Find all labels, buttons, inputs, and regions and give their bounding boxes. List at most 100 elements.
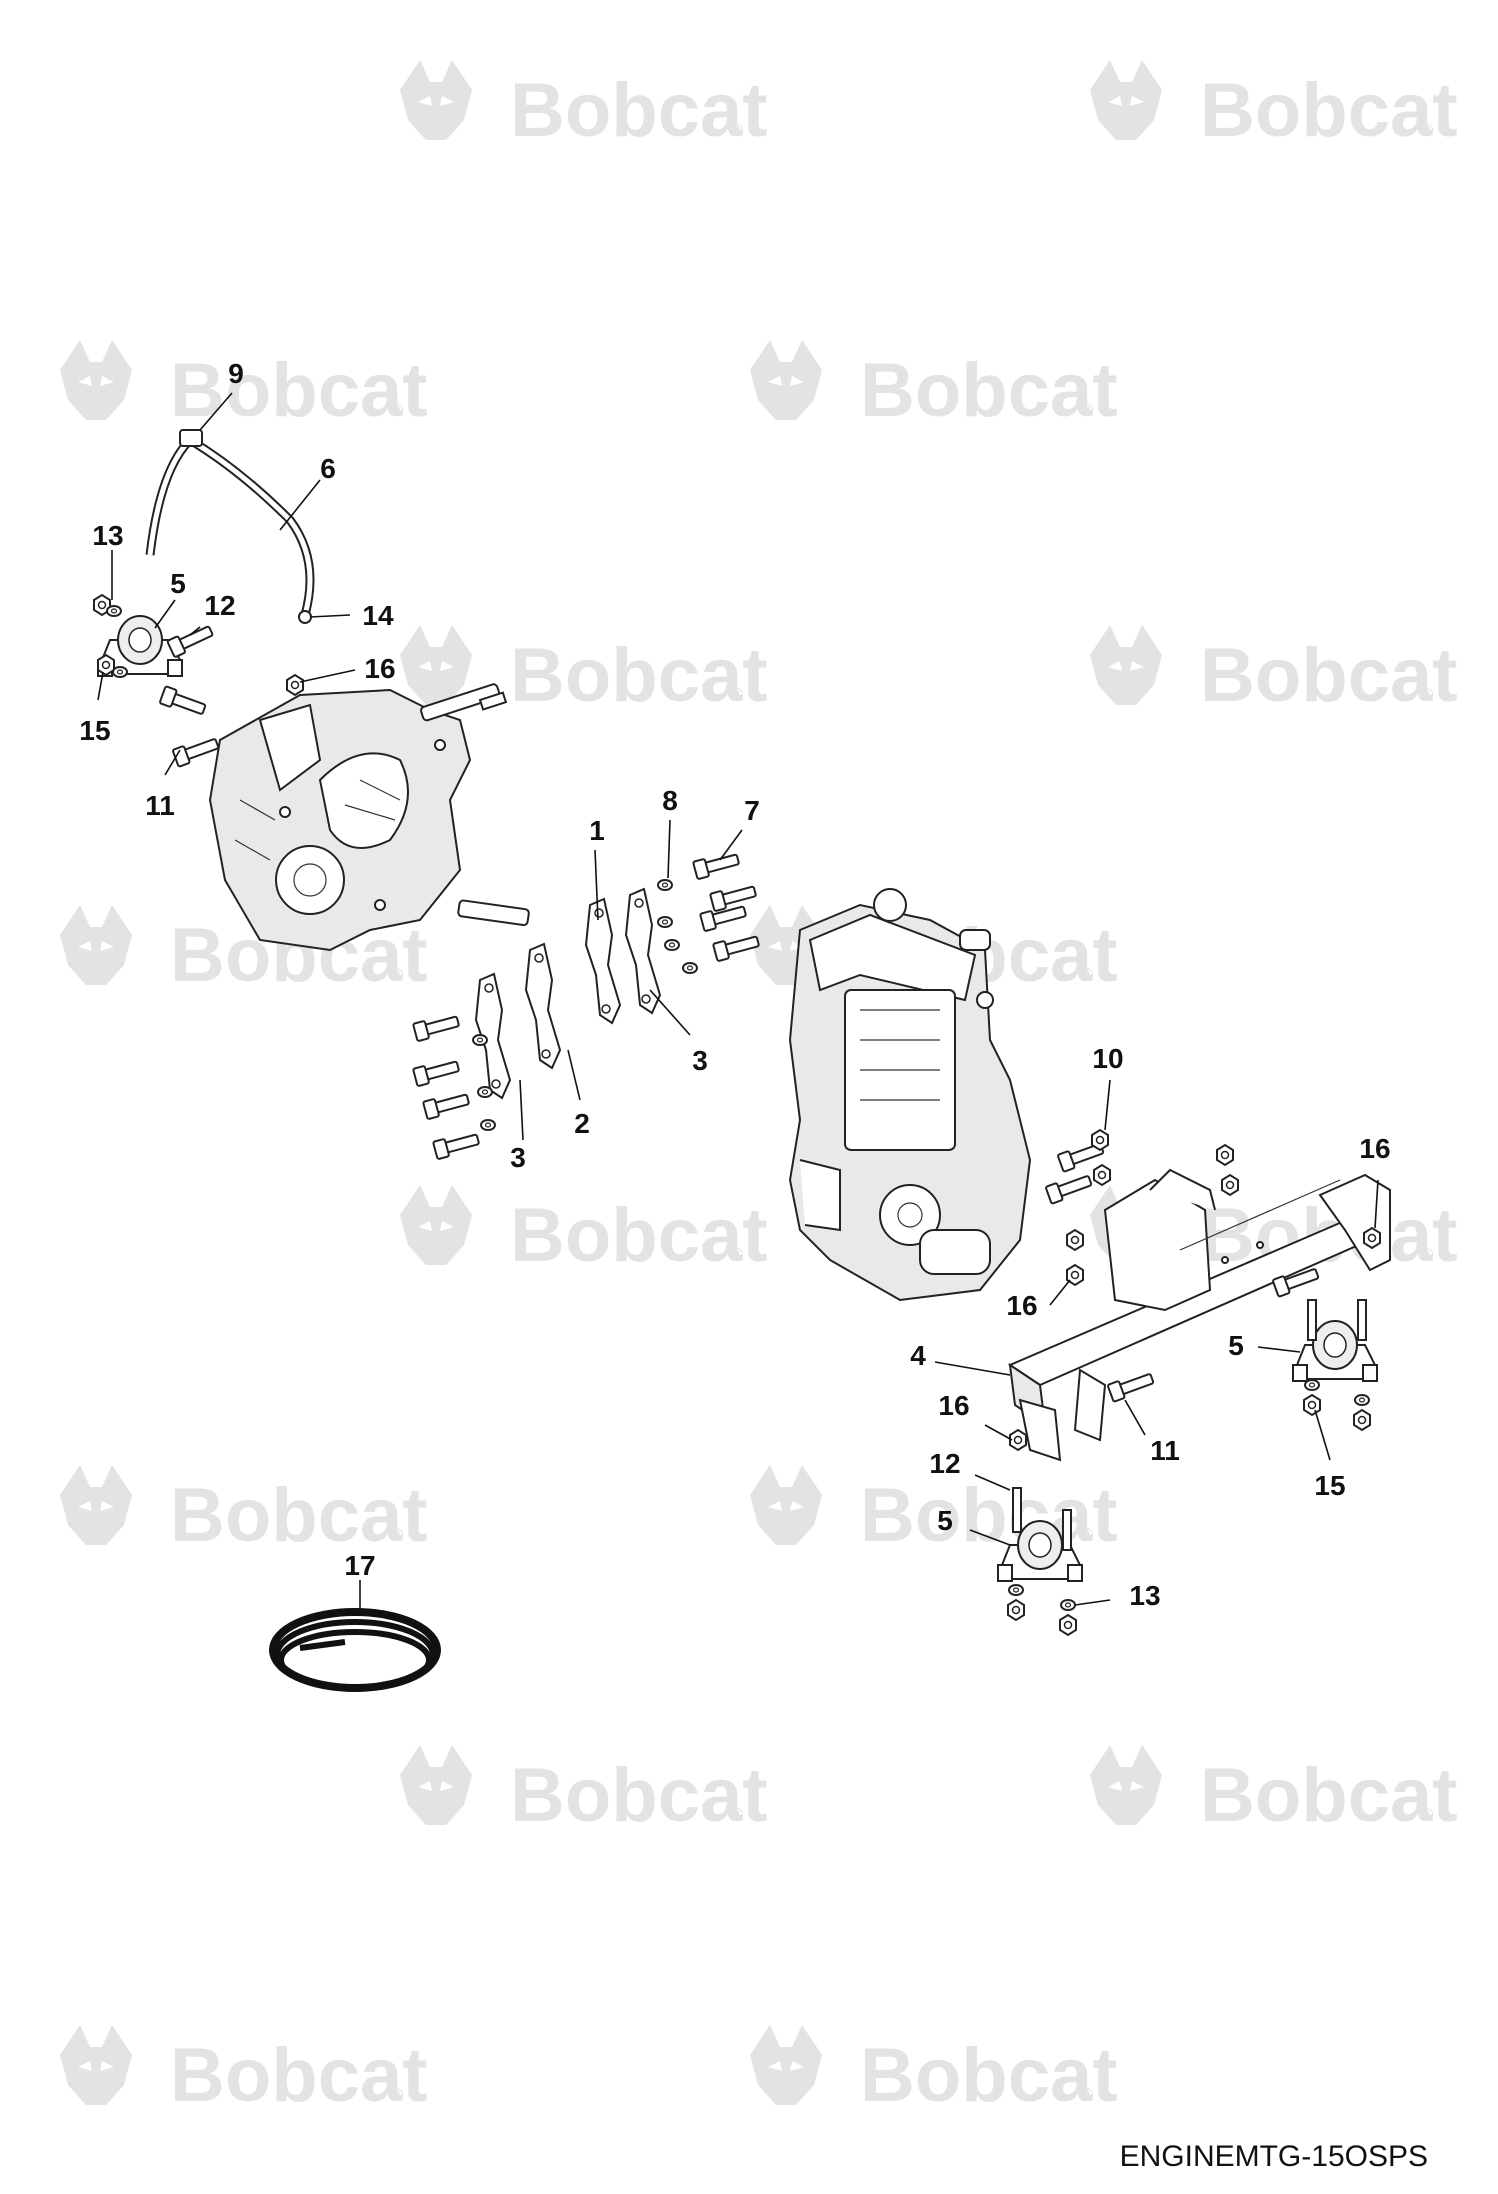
callout-label: 14 xyxy=(362,600,394,631)
callout-label: 16 xyxy=(1006,1290,1037,1321)
callout-label: 16 xyxy=(1359,1133,1390,1164)
bobcat-logo-icon xyxy=(60,2025,132,2105)
nut xyxy=(1007,1599,1025,1621)
transmission xyxy=(208,683,530,952)
diagram-code: ENGINEMTG-15OSPS xyxy=(1119,2140,1428,2173)
watermark-reg: ® xyxy=(1420,120,1433,140)
vent-hose xyxy=(145,429,315,624)
bobcat-logo-icon xyxy=(60,1465,132,1545)
washer xyxy=(112,666,128,678)
watermark-reg: ® xyxy=(1080,400,1093,420)
bobcat-logo-icon xyxy=(750,2025,822,2105)
nut xyxy=(1216,1144,1234,1166)
watermark-reg: ® xyxy=(1080,2085,1093,2105)
watermark-text: Bobcat xyxy=(510,68,768,153)
nut xyxy=(1091,1129,1109,1151)
watermark-text: Bobcat xyxy=(510,1753,768,1838)
bolt xyxy=(412,1056,462,1088)
callout-label: 7 xyxy=(744,795,760,826)
callout-label: 6 xyxy=(320,453,336,484)
watermark-text: Bobcat xyxy=(1200,1753,1458,1838)
nut xyxy=(1066,1229,1084,1251)
washer xyxy=(1008,1584,1024,1596)
callout-label: 11 xyxy=(1150,1435,1180,1466)
callout-label: 5 xyxy=(937,1505,953,1536)
bobcat-logo-icon xyxy=(1090,625,1162,705)
bobcat-logo-icon xyxy=(750,1465,822,1545)
nut xyxy=(1303,1394,1321,1416)
nut xyxy=(1093,1164,1111,1186)
watermark-reg: ® xyxy=(390,1525,403,1545)
bobcat-logo-icon xyxy=(1090,1745,1162,1825)
watermark-reg: ® xyxy=(390,400,403,420)
watermark-reg: ® xyxy=(730,1245,743,1265)
hose-clamp xyxy=(298,610,312,624)
bolt xyxy=(1012,1487,1022,1533)
washer xyxy=(480,1119,496,1131)
watermark-text: Bobcat xyxy=(1200,68,1458,153)
watermark-reg: ® xyxy=(730,120,743,140)
watermark-reg: ® xyxy=(1080,1525,1093,1545)
bobcat-logo-icon xyxy=(60,340,132,420)
callout-label: 12 xyxy=(929,1448,960,1479)
callout-label: 16 xyxy=(364,653,395,684)
bolt xyxy=(166,621,216,659)
mount-plate xyxy=(585,898,621,1024)
bobcat-logo-icon xyxy=(400,625,472,705)
engine-frame xyxy=(1007,1168,1391,1462)
bolt xyxy=(1062,1509,1072,1551)
watermark-reg: ® xyxy=(390,2085,403,2105)
bolt xyxy=(1044,1170,1095,1205)
watermark-reg: ® xyxy=(1420,1805,1433,1825)
washer xyxy=(472,1034,488,1046)
watermark-reg: ® xyxy=(730,685,743,705)
callout-label: 12 xyxy=(204,590,235,621)
leader-lines xyxy=(97,392,1379,1612)
watermark-reg: ® xyxy=(390,965,403,985)
watermark-text: Bobcat xyxy=(860,2033,1118,2118)
callout-label: 15 xyxy=(1314,1470,1345,1501)
callout-label: 16 xyxy=(938,1390,969,1421)
callout-label: 2 xyxy=(574,1108,590,1139)
callout-label: 15 xyxy=(79,715,110,746)
engine xyxy=(788,888,1032,1302)
watermark-text: Bobcat xyxy=(860,348,1118,433)
callout-label: 1 xyxy=(589,815,605,846)
watermark-text: Bobcat xyxy=(1200,633,1458,718)
hose-clamp xyxy=(179,429,203,447)
nut xyxy=(1059,1614,1077,1636)
callout-label: 17 xyxy=(344,1550,375,1581)
mount-plate xyxy=(525,943,561,1069)
watermark-text: Bobcat xyxy=(170,1473,428,1558)
nut xyxy=(286,674,304,696)
washer xyxy=(1060,1599,1076,1611)
washer xyxy=(657,916,673,928)
bobcat-logo-icon xyxy=(400,60,472,140)
callout-label: 3 xyxy=(510,1142,526,1173)
callout-labels: 9 6 13 5 12 14 16 15 11 8 7 1 3 2 3 10 1… xyxy=(79,358,1390,1611)
bobcat-logo-icon xyxy=(400,1185,472,1265)
callout-label: 4 xyxy=(910,1340,926,1371)
callout-label: 3 xyxy=(692,1045,708,1076)
callout-label: 10 xyxy=(1092,1043,1123,1074)
watermark-layer: Bobcat® Bobcat® Bobcat® Bobcat® Bobcat® … xyxy=(60,60,1458,2118)
bolt xyxy=(709,881,759,913)
washer xyxy=(682,962,698,974)
bobcat-logo-icon xyxy=(60,905,132,985)
bolt xyxy=(158,685,209,720)
bolt xyxy=(1357,1299,1367,1341)
nut xyxy=(1353,1409,1371,1431)
watermark-reg: ® xyxy=(1080,965,1093,985)
callout-label: 8 xyxy=(662,785,678,816)
bolt xyxy=(422,1089,472,1121)
washer xyxy=(657,879,673,891)
bolt xyxy=(432,1129,482,1161)
washer xyxy=(477,1086,493,1098)
callout-label: 5 xyxy=(170,568,186,599)
bolt xyxy=(712,931,762,963)
watermark-text: Bobcat xyxy=(170,2033,428,2118)
bobcat-logo-icon xyxy=(1090,60,1162,140)
watermark-text: Bobcat xyxy=(170,348,428,433)
washer xyxy=(1354,1394,1370,1406)
